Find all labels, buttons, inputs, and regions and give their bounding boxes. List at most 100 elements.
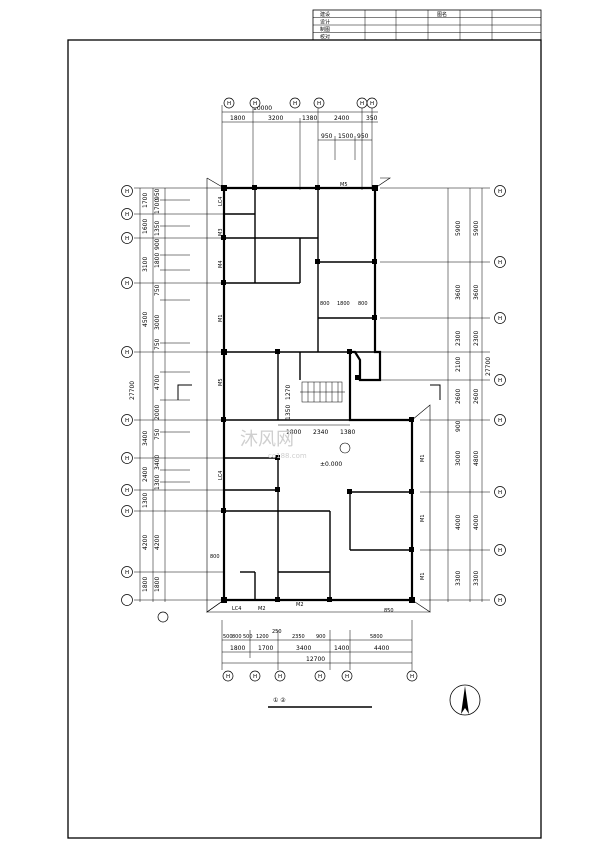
svg-text:1300: 1300 <box>154 475 161 490</box>
bottom-dimension-lines <box>221 620 413 670</box>
svg-text:2600: 2600 <box>455 389 462 404</box>
svg-text:3600: 3600 <box>455 285 462 300</box>
svg-text:250: 250 <box>272 629 282 635</box>
left-axis-5: H <box>125 350 129 356</box>
door-label-m1: M1 <box>218 315 224 323</box>
title-row-4: 校对 <box>320 34 330 41</box>
svg-text:4700: 4700 <box>154 375 161 390</box>
title-row-3: 制图 <box>320 26 330 33</box>
bottom-row2-dims: 1800 1700 3400 1400 4400 <box>230 645 389 652</box>
svg-text:1700: 1700 <box>142 193 149 208</box>
stair-dim-3: 1800 <box>286 429 301 436</box>
svg-text:1350: 1350 <box>154 221 161 236</box>
top-axis-bubbles <box>223 97 378 109</box>
svg-text:4500: 4500 <box>142 312 149 327</box>
svg-text:900: 900 <box>455 420 462 432</box>
svg-text:500: 500 <box>243 634 253 640</box>
stair <box>278 381 350 426</box>
door-label-m4: M4 <box>218 261 224 269</box>
svg-text:750: 750 <box>154 428 161 440</box>
svg-text:4200: 4200 <box>154 535 161 550</box>
top-axis-6: H <box>370 101 374 107</box>
svg-text:3400: 3400 <box>154 455 161 470</box>
svg-text:3300: 3300 <box>455 571 462 586</box>
svg-text:1800: 1800 <box>230 645 245 652</box>
top-axis-3: H <box>293 101 297 107</box>
door-label-m2-b: M2 <box>296 602 304 608</box>
section-markers <box>177 384 441 400</box>
bottom-axis-6: H <box>410 674 414 680</box>
svg-text:3100: 3100 <box>142 257 149 272</box>
room-dim-5: 850 <box>384 608 394 614</box>
svg-text:4000: 4000 <box>473 515 480 530</box>
door-label-m2-a: M2 <box>258 606 266 612</box>
svg-text:3400: 3400 <box>142 431 149 446</box>
bottom-axis-3: H <box>278 674 282 680</box>
svg-text:2000: 2000 <box>154 405 161 420</box>
bottom-axis-1: H <box>226 674 230 680</box>
right-axis-bubbles <box>494 185 506 606</box>
svg-text:2300: 2300 <box>455 331 462 346</box>
svg-text:3400: 3400 <box>296 645 311 652</box>
title-row-1: 建设 <box>320 11 330 18</box>
bottom-axis-2: H <box>253 674 257 680</box>
door-label-m5-top: M5 <box>340 182 348 188</box>
svg-text:2350: 2350 <box>292 634 305 640</box>
svg-text:3000: 3000 <box>154 315 161 330</box>
stair-dim-1: 1270 <box>285 385 292 400</box>
right-axis-5: H <box>498 418 502 424</box>
svg-text:1200: 1200 <box>256 634 269 640</box>
top-sub-3: 950 <box>357 133 369 140</box>
plan-title: ① ② <box>273 697 286 704</box>
svg-text:1800: 1800 <box>154 253 161 268</box>
svg-text:1800: 1800 <box>142 577 149 592</box>
svg-text:950: 950 <box>154 188 161 200</box>
room-dim-1: 800 <box>320 301 330 307</box>
svg-text:2400: 2400 <box>142 467 149 482</box>
svg-text:5900: 5900 <box>473 221 480 236</box>
svg-text:2300: 2300 <box>473 331 480 346</box>
left-axis-4: H <box>125 281 129 287</box>
title-block: 建设 设计 制图 校对 图名 <box>312 9 542 41</box>
svg-text:27700: 27700 <box>129 381 136 400</box>
top-sub-2: 1500 <box>338 133 353 140</box>
door-label-m1-r1: M1 <box>420 455 426 463</box>
top-axis-4: H <box>317 101 321 107</box>
top-axis-1: H <box>227 101 231 107</box>
top-dim-2: 3200 <box>268 115 283 122</box>
right-axis-7: H <box>498 548 502 554</box>
top-dim-4: 2400 <box>334 115 349 122</box>
svg-text:900: 900 <box>154 238 161 250</box>
right-axis-8: H <box>498 598 502 604</box>
bottom-total-dim: 12700 <box>306 656 325 663</box>
top-dimensions <box>221 105 378 190</box>
bottom-axis-5: H <box>345 674 349 680</box>
right-axis-1: H <box>498 189 502 195</box>
svg-text:4200: 4200 <box>142 535 149 550</box>
left-inner-dims: 950 1700 1350 900 1800 750 3000 750 4700… <box>154 188 161 592</box>
title-right-label: 图名 <box>437 11 447 18</box>
room-dim-2: 1800 <box>337 301 350 307</box>
drawing-border <box>67 39 542 839</box>
svg-text:1300: 1300 <box>142 493 149 508</box>
watermark-text: 沐风网 <box>240 429 294 450</box>
left-axis-7: H <box>125 456 129 462</box>
left-axis-10: H <box>125 570 129 576</box>
top-dim-5: 350 <box>366 115 378 122</box>
stair-dim-4: 2340 <box>313 429 328 436</box>
top-dim-1: 1800 <box>230 115 245 122</box>
right-axis-2: H <box>498 260 502 266</box>
bottom-axis-4: H <box>318 674 322 680</box>
svg-text:750: 750 <box>154 338 161 350</box>
room-dim-4: 800 <box>210 554 220 560</box>
svg-text:1600: 1600 <box>142 219 149 234</box>
svg-text:750: 750 <box>154 284 161 296</box>
left-axis-6: H <box>125 418 129 424</box>
top-axis-5: H <box>360 101 364 107</box>
left-axis-bubbles <box>121 185 133 606</box>
north-arrow-icon <box>449 684 481 716</box>
building-walls <box>206 177 431 613</box>
svg-text:1400: 1400 <box>334 645 349 652</box>
window-label-lc4-3: LC4 <box>232 606 241 612</box>
